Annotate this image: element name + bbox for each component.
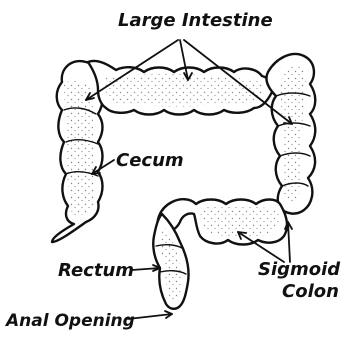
label-colon: Colon xyxy=(282,281,339,302)
label-anal-opening: Anal Opening xyxy=(4,311,135,331)
descending-colon xyxy=(266,54,315,214)
rectum xyxy=(153,214,188,309)
ascending-colon xyxy=(52,61,103,242)
pointer-sigmoid-right xyxy=(288,222,290,262)
label-sigmoid: Sigmoid xyxy=(258,259,341,280)
label-rectum: Rectum xyxy=(58,260,134,281)
label-cecum: Cecum xyxy=(116,150,184,171)
label-large-intestine: Large Intestine xyxy=(118,10,273,31)
